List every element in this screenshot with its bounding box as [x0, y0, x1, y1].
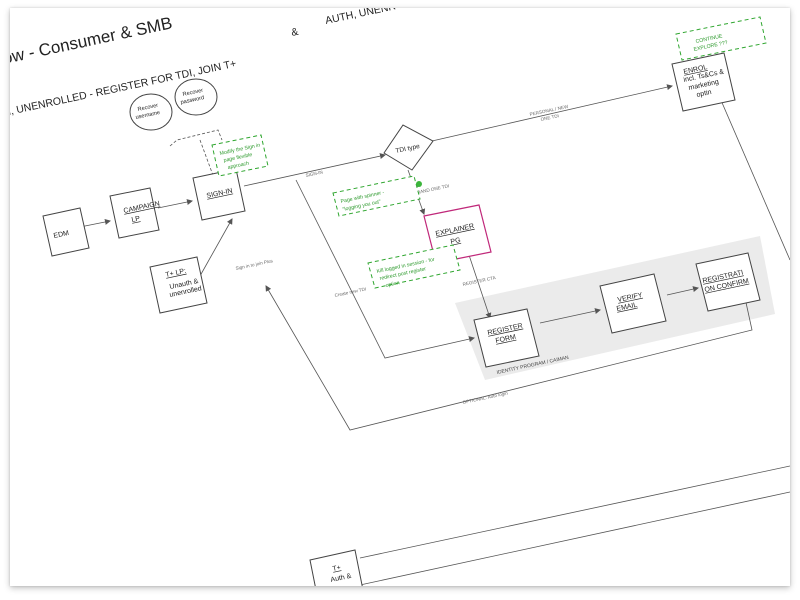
node-campaign-lp[interactable]: CAMPAIGN LP	[109, 187, 160, 239]
edge-recover-to-signin	[199, 139, 215, 179]
diagram-title: ow - Consumer & SMB	[10, 13, 174, 68]
diagram-canvas: ow - Consumer & SMB H, UNENROLLED - REGI…	[10, 8, 790, 586]
edge-recover-dashed	[169, 129, 223, 147]
node-edm[interactable]: EDM	[42, 207, 90, 257]
recover-username-label-2: username	[135, 110, 161, 121]
spinner-dot-icon	[416, 181, 422, 187]
edge-signin-register	[295, 179, 475, 359]
note-kill-text-3: option	[385, 280, 400, 289]
note-modify-sign-in: Modify the Sign in page flexible approac…	[211, 134, 269, 177]
edge-bottom-long	[359, 465, 790, 559]
node-enrol[interactable]: ENROL incl. Ts&Cs & marketing optin	[671, 52, 736, 112]
recover-password-label: Recover	[182, 88, 204, 98]
note-modify-sign-in-text-3: approach	[227, 161, 250, 171]
node-tplus-lp-label: T+ LP:	[165, 268, 187, 279]
node-recover-username[interactable]: Recover username	[129, 93, 173, 131]
node-enrol-label-4: optin	[696, 89, 712, 99]
edge-edm-campaign	[79, 219, 111, 228]
node-registration-confirm[interactable]: REGISTRATI ON CONFIRM	[695, 252, 761, 312]
edge-tdi-enrol	[431, 84, 673, 142]
recover-username-label: Recover	[137, 103, 159, 113]
recover-password-label-2: password	[180, 95, 205, 106]
edge-label-create-new-tdi: Create new TDI	[334, 286, 366, 298]
node-verify-email[interactable]: VERIFY EMAIL	[599, 273, 667, 334]
node-explainer-label-2: PG	[450, 237, 461, 246]
edge-label-signin: SIGN-IN	[305, 169, 323, 177]
edge-autologin	[265, 285, 753, 431]
note-modify-sign-in-text-2: page flexible	[223, 152, 253, 164]
node-register-form[interactable]: REGISTER FORM	[473, 308, 540, 368]
edge-campaign-signin	[157, 199, 193, 209]
node-tplus-auth-label-2: Auth &	[330, 573, 352, 584]
note-continue-text: CONTINUE	[695, 33, 723, 45]
diagram-subtitle-amp: &	[290, 26, 299, 39]
edge-verify-confirm	[666, 286, 699, 296]
flow-diagram: ow - Consumer & SMB H, UNENROLLED - REGI…	[10, 8, 790, 586]
edge-signin-tdi	[243, 153, 386, 187]
node-campaign-label-2: LP	[131, 215, 141, 224]
node-edm-label: EDM	[53, 230, 70, 240]
node-tplus-auth-label: T+	[332, 564, 342, 573]
edge-explainer-register	[465, 245, 492, 319]
node-enrol-label: ENROL	[683, 64, 708, 76]
node-tdi-type[interactable]: TDI type	[383, 124, 434, 171]
note-continue-explore[interactable]: CONTINUE EXPLORE ???	[675, 16, 767, 61]
node-tplus-lp[interactable]: T+ LP: Unauth & unenrolled	[149, 256, 208, 314]
edge-bottom-long-2	[359, 491, 790, 586]
edge-label-sign-in-join: Sign in to join Plus	[235, 258, 274, 271]
note-page-with-spinner: Page with spinner - "logging you out"	[332, 175, 422, 217]
edge-tplus-signin	[199, 218, 233, 277]
edge-register-verify	[539, 308, 601, 324]
edge-label-one-tdi: ONE TDI	[540, 113, 559, 122]
edge-label-auto-login: OPTIONAL: Auto login	[462, 390, 508, 405]
node-register-label-2: FORM	[495, 334, 517, 345]
edge-label-register-cta: REGISTER CTA	[462, 275, 497, 287]
diagram-subtitle-right: AUTH, UNENR	[324, 8, 397, 27]
note-kill-logged-in: Kill logged in session - for redirect po…	[367, 244, 461, 289]
node-tplus-auth[interactable]: T+ Auth &	[309, 549, 365, 586]
node-verify-label-2: EMAIL	[616, 302, 638, 313]
node-sign-in[interactable]: SIGN-IN	[192, 168, 246, 221]
node-recover-password[interactable]: Recover password	[174, 78, 218, 116]
edge-enrol-down	[719, 97, 790, 261]
